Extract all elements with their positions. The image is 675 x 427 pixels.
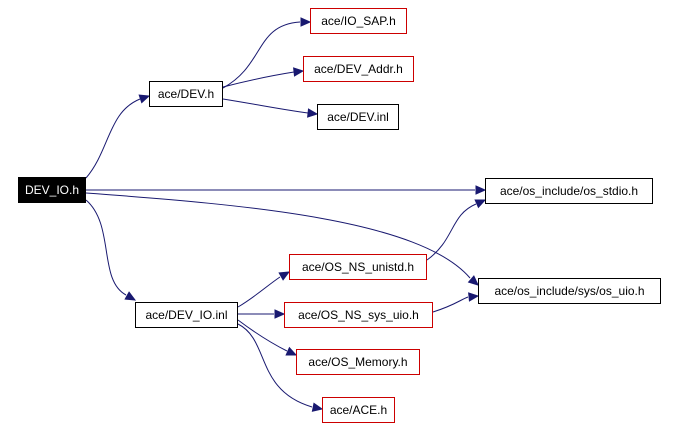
edge-dev-h-to-dev-addr — [222, 71, 295, 88]
edge-ns-sys-uio-to-os-uio — [432, 296, 469, 313]
node-os-uio-h[interactable]: ace/os_include/sys/os_uio.h — [478, 278, 661, 304]
arrowhead-io-sap — [300, 17, 312, 27]
edge-root-to-dev-io-inl — [85, 199, 127, 296]
node-ace-h[interactable]: ace/ACE.h — [322, 397, 395, 423]
node-os-ns-unistd-h[interactable]: ace/OS_NS_unistd.h — [289, 254, 427, 280]
arrowhead-ns-sys-uio — [274, 309, 286, 319]
node-os-stdio-h[interactable]: ace/os_include/os_stdio.h — [485, 178, 653, 204]
node-io-sap-h[interactable]: ace/IO_SAP.h — [310, 8, 407, 34]
edge-root-to-dev-h — [85, 98, 141, 179]
arrowhead-os-stdio — [475, 185, 487, 195]
arrowhead-dev-io-inl — [124, 291, 137, 301]
node-dev-h[interactable]: ace/DEV.h — [149, 81, 223, 107]
arrowhead-os-uio — [467, 275, 479, 286]
arrowhead-os-stdio — [474, 199, 487, 209]
node-dev-io-h[interactable]: DEV_IO.h — [18, 177, 86, 203]
arrowhead-dev-h — [138, 94, 151, 104]
arrowhead-ace-h — [311, 402, 324, 412]
arrowhead-os-memory — [285, 346, 298, 356]
node-dev-inl[interactable]: ace/DEV.inl — [317, 104, 399, 130]
arrowhead-ns-unistd — [278, 271, 291, 281]
node-os-ns-sys-uio-h[interactable]: ace/OS_NS_sys_uio.h — [284, 302, 433, 328]
edge-dev-io-inl-to-ace-h — [237, 323, 313, 408]
edge-dev-io-inl-to-ns-unistd — [237, 276, 281, 308]
node-dev-io-inl[interactable]: ace/DEV_IO.inl — [135, 302, 238, 328]
edge-root-to-os-uio — [85, 192, 471, 279]
arrowhead-os-uio — [468, 292, 480, 302]
edge-ns-unistd-to-os-stdio — [426, 203, 477, 261]
node-dev-addr-h[interactable]: ace/DEV_Addr.h — [303, 56, 414, 82]
arrowhead-dev-inl — [307, 108, 319, 118]
edge-dev-h-to-dev-inl — [222, 98, 309, 114]
edge-dev-h-to-io-sap — [222, 21, 301, 89]
node-os-memory-h[interactable]: ace/OS_Memory.h — [296, 349, 420, 375]
arrowhead-dev-addr — [293, 67, 305, 77]
edge-dev-io-inl-to-os-memory — [237, 319, 288, 352]
